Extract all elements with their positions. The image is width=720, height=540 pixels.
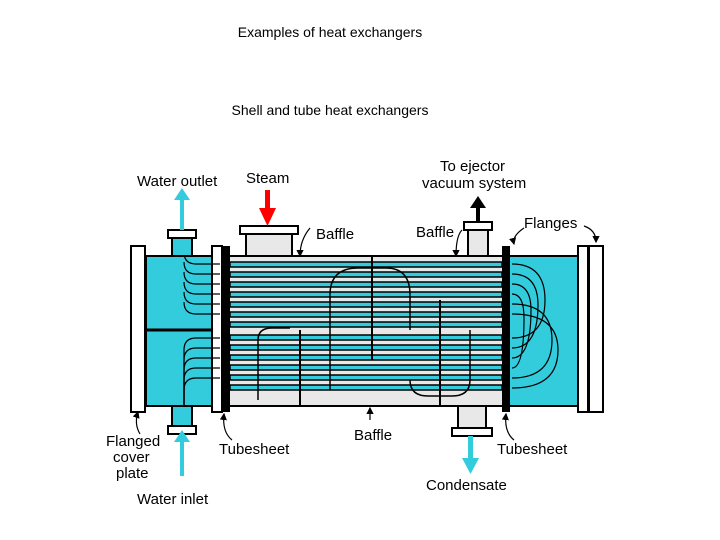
water-outlet-nozzle — [171, 237, 193, 257]
steam-label: Steam — [246, 170, 289, 187]
steam-arrow — [259, 190, 276, 226]
ejector-arrow — [470, 196, 486, 222]
ejector-nozzle — [467, 229, 489, 257]
tubesheet-left — [222, 246, 230, 412]
flanged-cover-label-line2: cover — [113, 449, 150, 466]
slide-subtitle: Shell and tube heat exchangers — [231, 102, 429, 118]
condensate-label: Condensate — [426, 477, 507, 494]
water-outlet-flange — [167, 229, 197, 239]
baffle-label-right: Baffle — [416, 224, 454, 241]
water-inlet-arrow — [174, 430, 190, 476]
water-outlet-arrow — [174, 188, 190, 230]
baffle-label-bottom: Baffle — [354, 427, 392, 444]
water-inlet-label: Water inlet — [137, 491, 209, 508]
flanged-cover-label-line1: Flanged — [106, 433, 160, 450]
baffle-label-left: Baffle — [316, 226, 354, 243]
steam-flange — [239, 225, 299, 235]
tubesheet-right — [502, 246, 510, 412]
flanges-label: Flanges — [524, 215, 577, 232]
channel-flange-right — [577, 245, 589, 413]
tubesheet-label-left: Tubesheet — [219, 441, 290, 458]
ejector-flange — [463, 221, 493, 231]
steam-nozzle — [245, 233, 293, 257]
condensate-flange — [451, 427, 493, 437]
condensate-nozzle — [457, 405, 487, 429]
water-outlet-label: Water outlet — [137, 173, 218, 190]
channel-flange-left — [211, 245, 223, 413]
flanged-cover-plate-right — [588, 245, 604, 413]
tube-bundle — [229, 261, 503, 391]
water-inlet-nozzle — [171, 405, 193, 427]
ejector-label-line1: To ejector — [440, 158, 505, 175]
tubesheet-label-right: Tubesheet — [497, 441, 568, 458]
flanged-cover-plate-left — [130, 245, 146, 413]
flanged-cover-label-line3: plate — [116, 465, 149, 482]
condensate-arrow — [462, 436, 479, 474]
slide-title: Examples of heat exchangers — [237, 24, 423, 40]
right-channel — [507, 255, 589, 407]
ejector-label-line2: vacuum system — [422, 175, 526, 192]
shell-body — [227, 255, 505, 407]
